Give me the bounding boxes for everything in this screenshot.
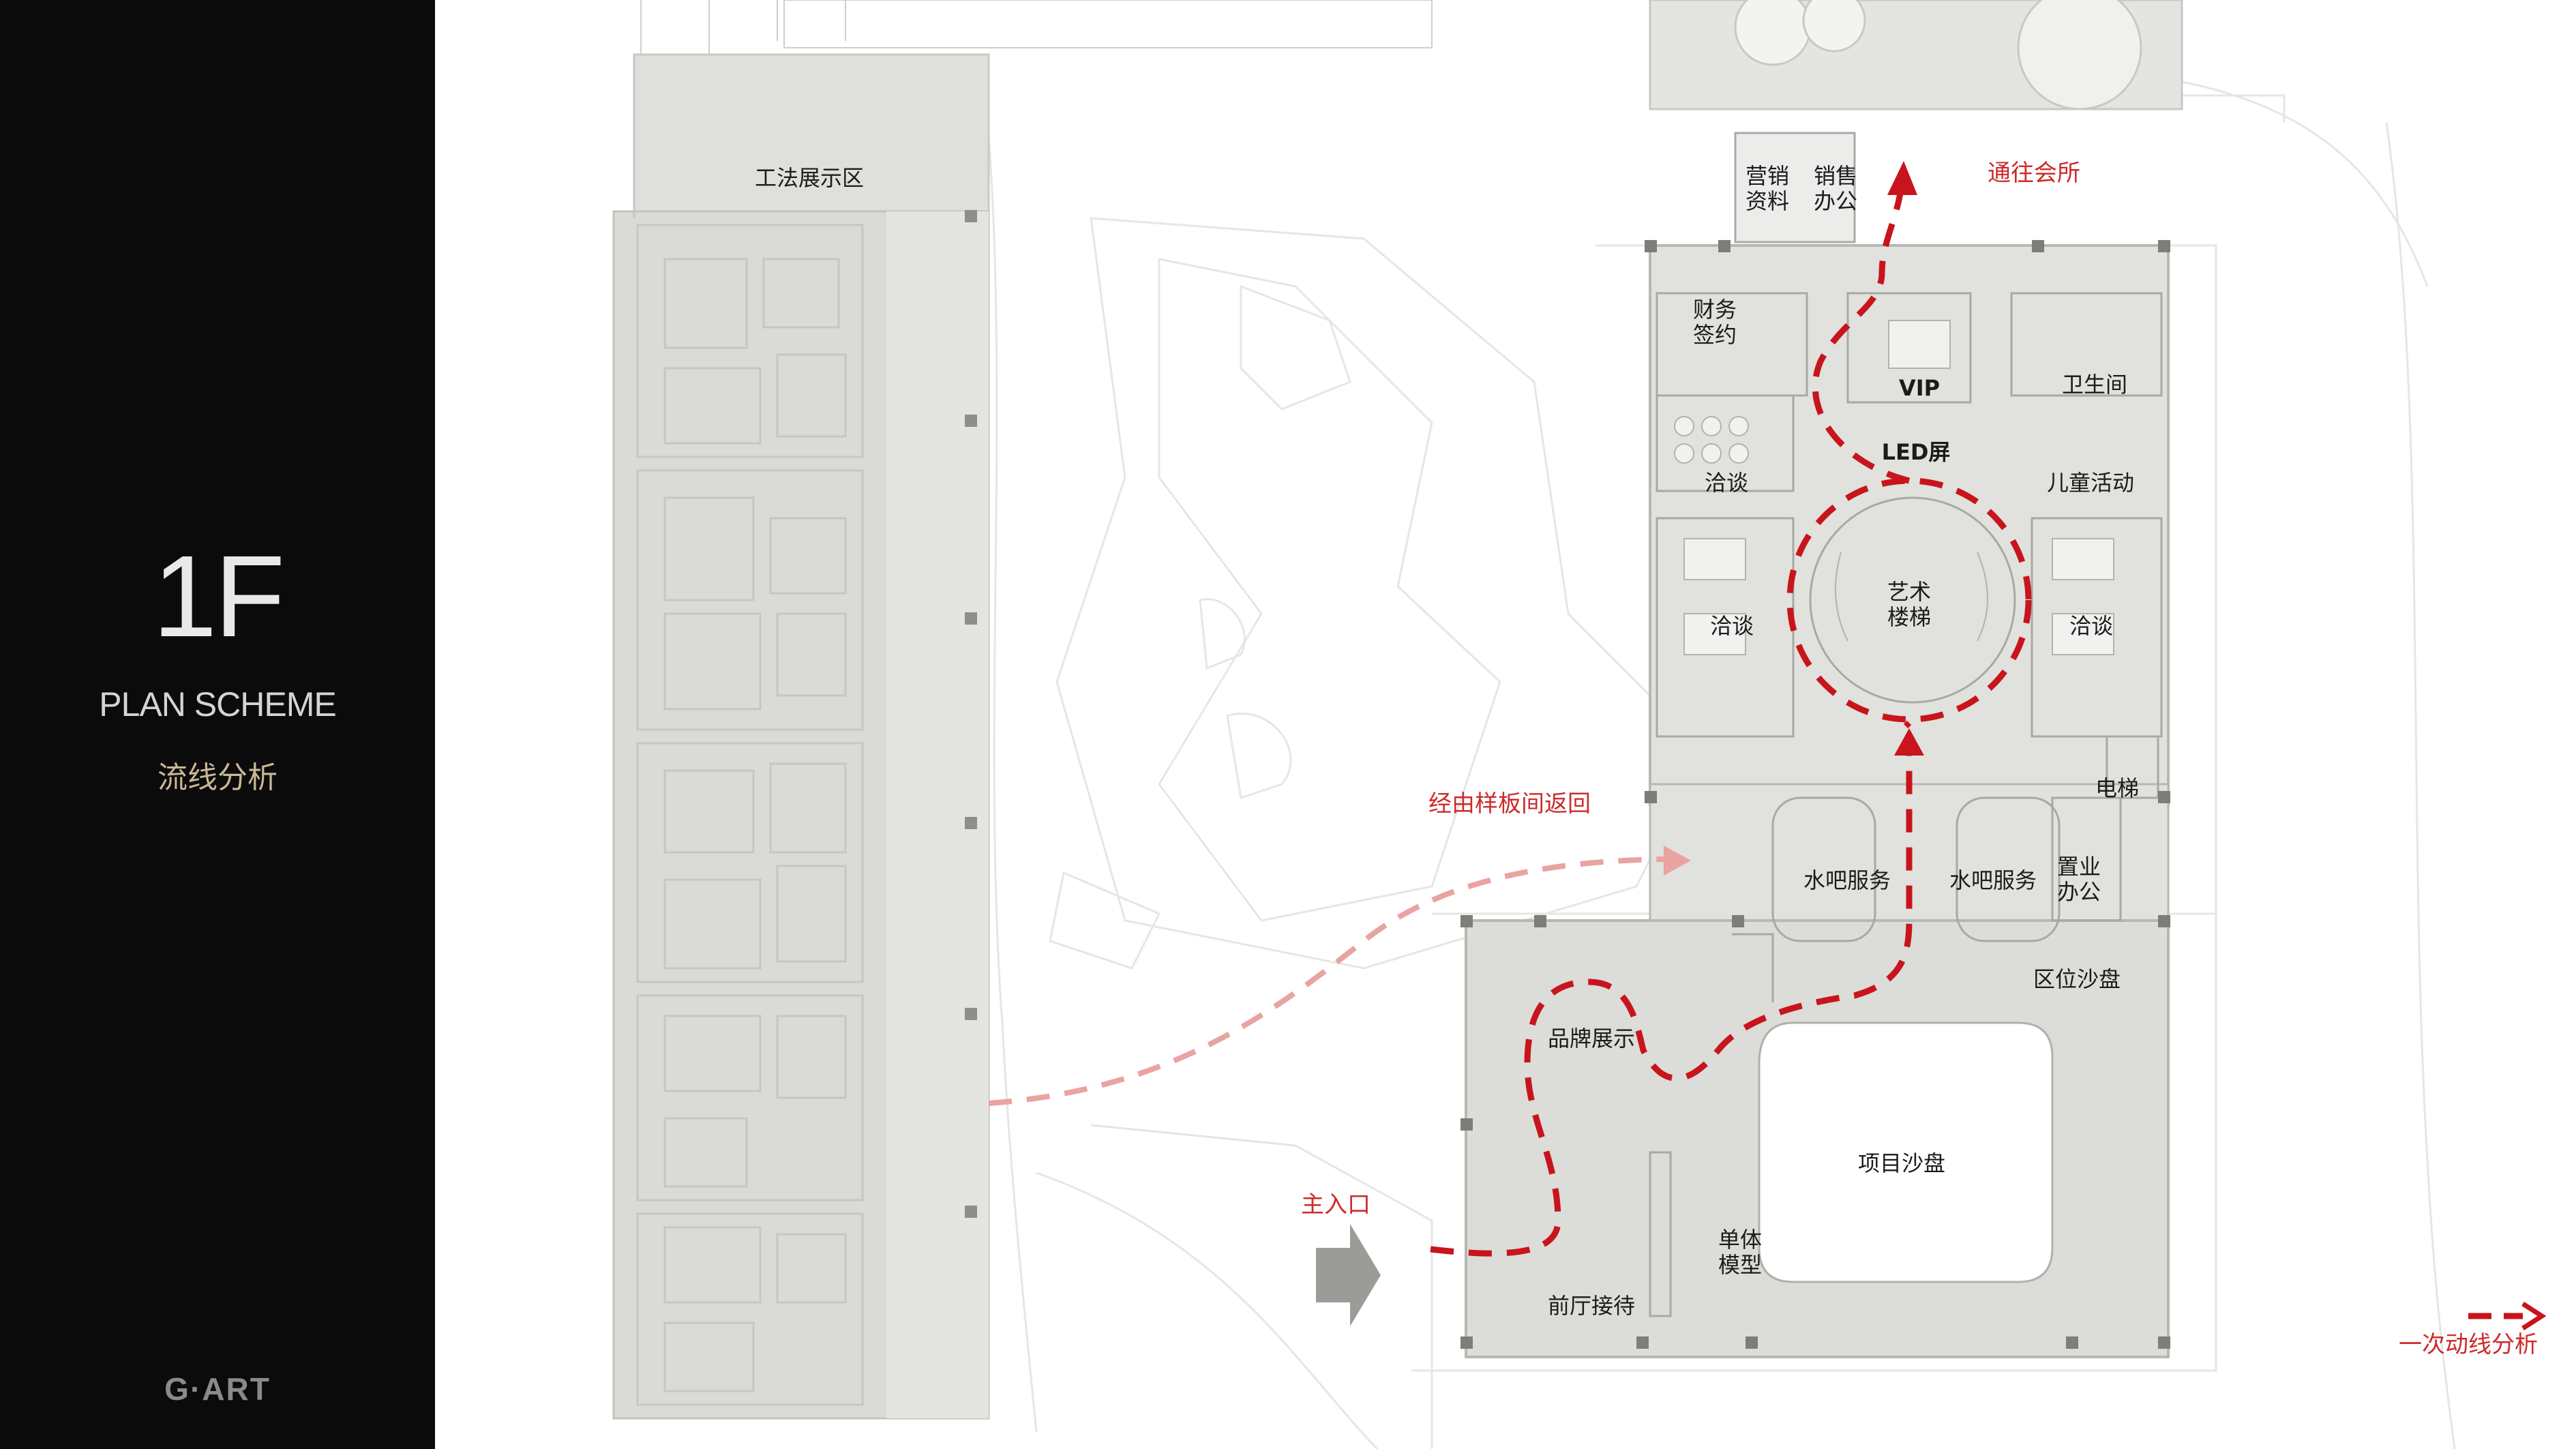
label-finance: 财务 签约 [1692,297,1737,348]
return-flow-line [988,856,1678,1106]
label-sales-office: 销售 办公 [1813,163,1858,214]
sidebar: 1F PLAN SCHEME 流线分析 G·ART [0,0,435,1449]
label-project-model: 项目沙盘 [1857,1150,1946,1176]
label-unit-model: 单体 模型 [1718,1227,1763,1278]
primary-flow-line [1430,170,2032,1257]
west-wing [612,0,1433,1420]
plan-scheme-title: PLAN SCHEME [99,685,336,723]
label-district-model: 区位沙盘 [2033,966,2121,992]
label-craft-display: 工法展示区 [754,165,865,191]
sales-center [1461,240,2170,1358]
annotation-to-club: 通往会所 [1988,160,2080,187]
legend-label: 一次动线分析 [2399,1331,2538,1358]
club-building [1649,0,2183,243]
label-art-stair: 艺术 楼梯 [1887,579,1932,630]
label-brand-display: 品牌展示 [1547,1026,1636,1051]
label-led-screen: LED屏 [1881,439,1951,465]
label-water-bar-right: 水吧服务 [1949,867,2037,893]
label-negotiate-right: 洽谈 [2069,613,2114,639]
label-elevator: 电梯 [2095,775,2140,801]
label-kids-area: 儿童活动 [2046,470,2135,496]
label-marketing: 营销 资料 [1745,163,1790,214]
label-reception: 前厅接待 [1547,1293,1636,1319]
floor-number: 1F [152,532,285,661]
annotation-main-entrance: 主入口 [1301,1191,1371,1219]
label-restroom: 卫生间 [2061,372,2128,398]
label-water-bar-left: 水吧服务 [1803,867,1891,893]
section-subtitle: 流线分析 [158,760,278,795]
label-negotiate-top: 洽谈 [1704,470,1749,496]
label-vip: VIP [1898,375,1941,401]
label-property-office: 置业 办公 [2056,854,2101,905]
entrance-arrow [1316,1224,1381,1326]
label-negotiate-left: 洽谈 [1709,613,1754,639]
annotation-via-showflat: 经由样板间返回 [1428,790,1591,818]
brand-logo: G·ART [164,1371,271,1407]
